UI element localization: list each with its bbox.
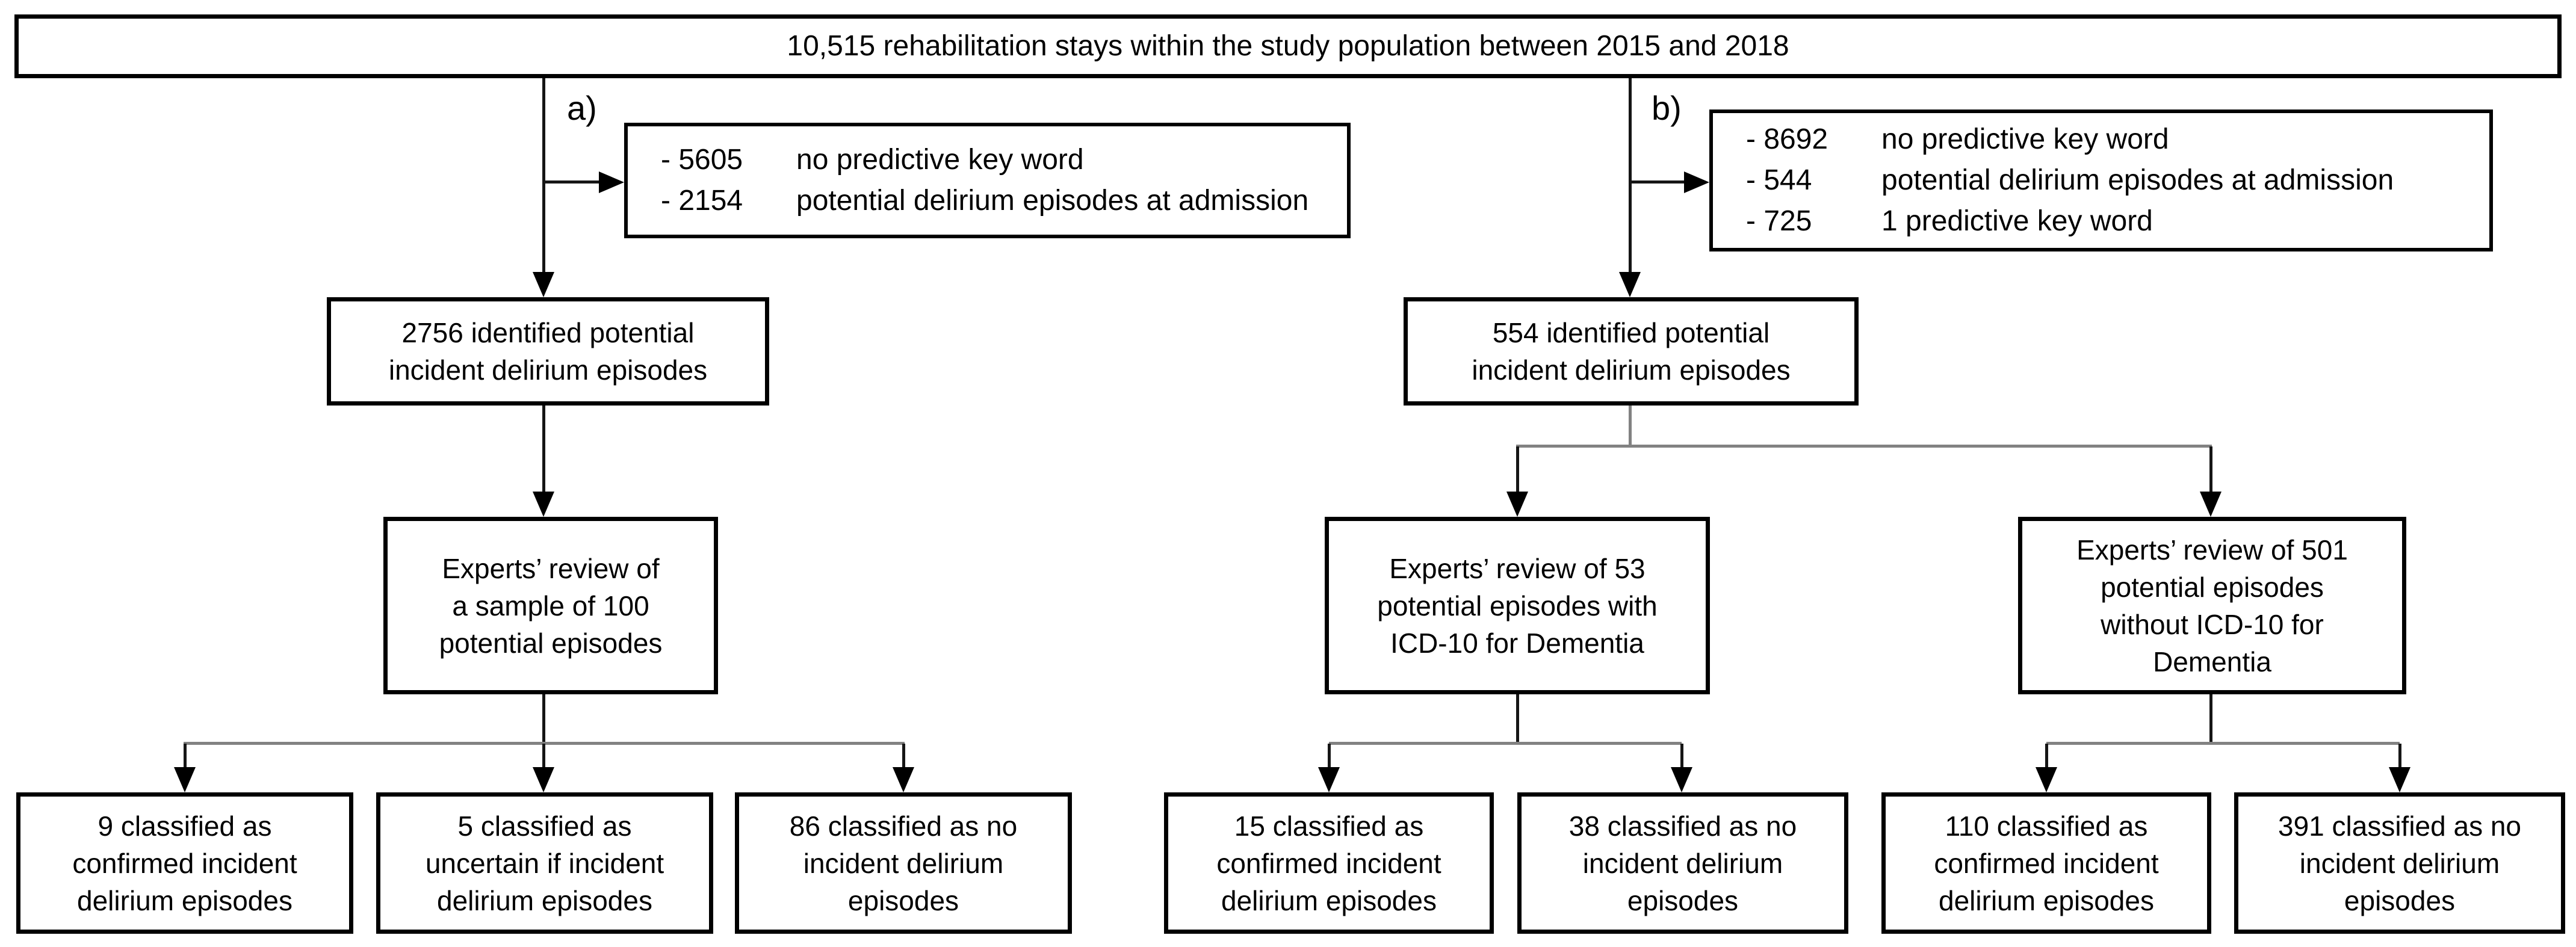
arrow-down-into-outcome-7 bbox=[2389, 767, 2410, 792]
outcome-text: 9 classified as confirmed incident delir… bbox=[72, 810, 297, 916]
connector-drop-review-icd bbox=[1516, 446, 1519, 492]
outcome-text: 5 classified as uncertain if incident de… bbox=[425, 810, 664, 916]
outcome-text: 15 classified as confirmed incident deli… bbox=[1216, 810, 1441, 916]
exclusion-b-reason: 1 predictive key word bbox=[1881, 205, 2153, 237]
arrow-down-into-outcome-6 bbox=[2036, 767, 2057, 792]
connector-554-branch-horizontal bbox=[1516, 445, 2212, 448]
outcome-text: 391 classified as no incident delirium e… bbox=[2277, 810, 2522, 916]
outcome-box-confirmed-110: 110 classified as confirmed incident del… bbox=[1881, 792, 2211, 934]
identified-episodes-box-b: 554 identified potential incident deliri… bbox=[1404, 297, 1859, 406]
connector-drop-outcome-4 bbox=[1328, 744, 1331, 768]
review-sample-box: Experts’ review of a sample of 100 poten… bbox=[383, 517, 718, 694]
review-without-icd-box: Experts’ review of 501 potential episode… bbox=[2018, 517, 2406, 694]
arrow-down-into-outcome-5 bbox=[1671, 767, 1692, 792]
connector-554-down bbox=[1629, 406, 1632, 446]
connector-drop-outcome-6 bbox=[2045, 744, 2048, 768]
connector-drop-outcome-1 bbox=[184, 744, 187, 768]
arrow-right-into-exclusion-b bbox=[1684, 171, 1709, 193]
outcome-box-no-86: 86 classified as no incident delirium ep… bbox=[735, 792, 1072, 934]
arrow-down-into-outcome-1 bbox=[174, 767, 196, 792]
exclusion-b-row: - 725 1 predictive key word bbox=[1746, 201, 2153, 242]
exclusion-a-reason: no predictive key word bbox=[796, 144, 1084, 176]
identified-episodes-b-text: 554 identified potential incident deliri… bbox=[1472, 317, 1791, 386]
arrow-down-into-review-no-icd bbox=[2200, 492, 2221, 517]
connector-icd-split-horizontal bbox=[1329, 742, 1682, 745]
exclusion-a-row: - 5605 no predictive key word bbox=[661, 140, 1084, 180]
outcome-box-no-391: 391 classified as no incident delirium e… bbox=[2234, 792, 2565, 934]
review-with-icd-text: Experts’ review of 53 potential episodes… bbox=[1377, 552, 1658, 659]
identified-episodes-box-a: 2756 identified potential incident delir… bbox=[327, 297, 769, 406]
exclusion-box-a: - 5605 no predictive key word - 2154 pot… bbox=[624, 123, 1351, 238]
branch-b-label: b) bbox=[1652, 89, 1682, 127]
arrow-right-into-exclusion-a bbox=[599, 171, 624, 193]
connector-drop-review-no-icd bbox=[2209, 446, 2212, 492]
arrow-down-into-outcome-2 bbox=[533, 767, 554, 792]
connector-no-icd-split-horizontal bbox=[2046, 742, 2400, 745]
outcome-box-confirmed-9: 9 classified as confirmed incident delir… bbox=[16, 792, 353, 934]
exclusion-a-count: - 2154 bbox=[661, 185, 743, 217]
arrow-down-into-review-icd bbox=[1506, 492, 1528, 517]
connector-review-sample-down bbox=[542, 694, 545, 743]
outcome-text: 110 classified as confirmed incident del… bbox=[1934, 810, 2159, 916]
exclusion-a-reason: potential delirium episodes at admission bbox=[796, 185, 1309, 217]
connector-2756-to-review bbox=[542, 406, 545, 493]
branch-a-label: a) bbox=[567, 89, 597, 127]
connector-left-split-horizontal bbox=[184, 742, 905, 745]
review-without-icd-text: Experts’ review of 501 potential episode… bbox=[2076, 534, 2348, 677]
arrow-down-into-554-box bbox=[1619, 272, 1641, 297]
arrow-down-into-outcome-3 bbox=[893, 767, 914, 792]
connector-branch-a-vertical bbox=[542, 78, 545, 273]
exclusion-b-row: - 8692 no predictive key word bbox=[1746, 119, 2169, 160]
connector-branch-a-horizontal bbox=[543, 180, 600, 184]
exclusion-b-reason: no predictive key word bbox=[1881, 123, 2169, 155]
connector-drop-outcome-5 bbox=[1680, 744, 1683, 768]
arrow-down-into-review-sample bbox=[533, 492, 554, 517]
study-population-box: 10,515 rehabilitation stays within the s… bbox=[14, 14, 2562, 78]
exclusion-b-row: - 544 potential delirium episodes at adm… bbox=[1746, 160, 2394, 201]
connector-review-icd-down bbox=[1516, 694, 1519, 743]
exclusion-a-row: - 2154 potential delirium episodes at ad… bbox=[661, 180, 1308, 221]
outcome-text: 86 classified as no incident delirium ep… bbox=[789, 810, 1018, 916]
exclusion-b-count: - 8692 bbox=[1746, 123, 1828, 155]
arrow-down-into-outcome-4 bbox=[1318, 767, 1340, 792]
outcome-text: 38 classified as no incident delirium ep… bbox=[1568, 810, 1797, 916]
outcome-box-uncertain-5: 5 classified as uncertain if incident de… bbox=[376, 792, 713, 934]
exclusion-b-count: - 544 bbox=[1746, 164, 1812, 196]
review-sample-text: Experts’ review of a sample of 100 poten… bbox=[439, 552, 663, 659]
connector-drop-outcome-2 bbox=[542, 744, 545, 768]
study-population-text: 10,515 rehabilitation stays within the s… bbox=[787, 30, 1789, 62]
connector-branch-b-horizontal bbox=[1630, 180, 1684, 184]
exclusion-b-count: - 725 bbox=[1746, 205, 1812, 237]
connector-drop-outcome-3 bbox=[902, 744, 905, 768]
connector-drop-outcome-7 bbox=[2398, 744, 2401, 768]
exclusion-box-b: - 8692 no predictive key word - 544 pote… bbox=[1709, 110, 2493, 251]
identified-episodes-a-text: 2756 identified potential incident delir… bbox=[388, 317, 708, 386]
arrow-down-into-2756-box bbox=[533, 272, 554, 297]
outcome-box-no-38: 38 classified as no incident delirium ep… bbox=[1517, 792, 1848, 934]
exclusion-b-reason: potential delirium episodes at admission bbox=[1881, 164, 2394, 196]
outcome-box-confirmed-15: 15 classified as confirmed incident deli… bbox=[1164, 792, 1494, 934]
connector-review-no-icd-down bbox=[2209, 694, 2212, 743]
review-with-icd-box: Experts’ review of 53 potential episodes… bbox=[1325, 517, 1710, 694]
connector-branch-b-vertical bbox=[1629, 78, 1632, 273]
exclusion-a-count: - 5605 bbox=[661, 144, 743, 176]
